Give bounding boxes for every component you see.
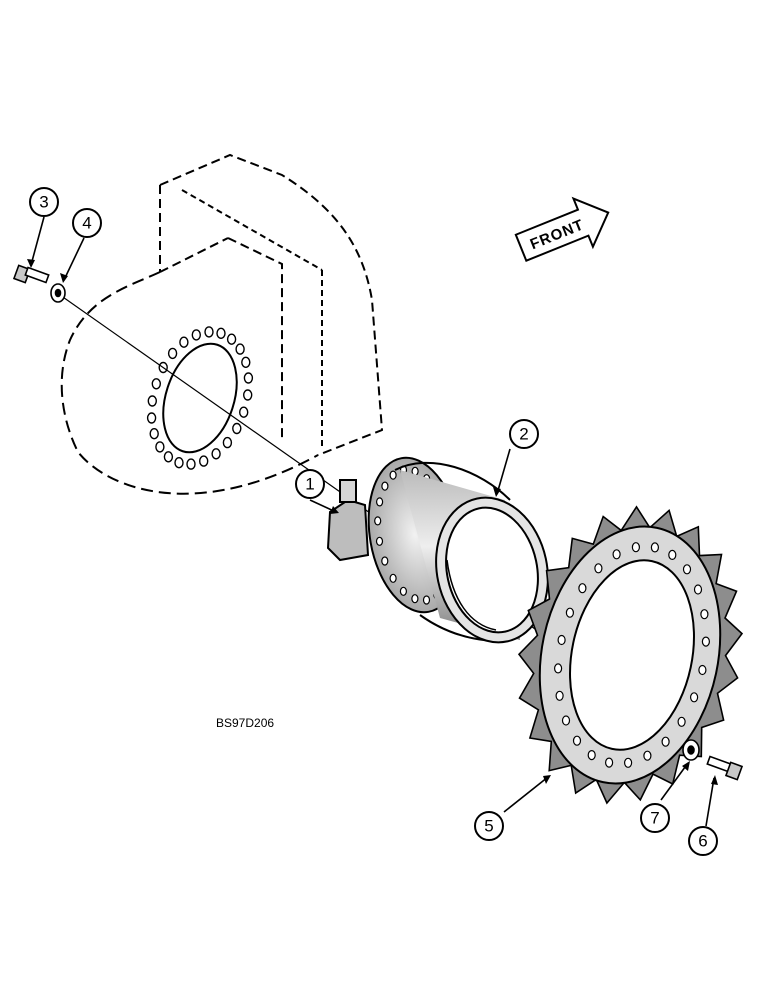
callout-5: 5	[474, 811, 504, 841]
bolt-hole	[241, 356, 251, 368]
bolt-hole	[668, 549, 677, 561]
bolt-hole	[623, 757, 633, 768]
bolt-hole	[411, 594, 419, 604]
bolt-hole	[374, 516, 382, 526]
svg-text:7: 7	[650, 809, 659, 828]
bolt-hole	[561, 715, 571, 726]
callout-2: 2	[509, 419, 539, 449]
track-frame-outline	[60, 153, 384, 495]
bolt-hole	[698, 664, 707, 676]
bolt-hole	[226, 333, 237, 345]
bolt-hole	[191, 329, 202, 341]
bolt-hole	[693, 584, 703, 595]
bolt-hole	[389, 470, 397, 480]
sprocket	[517, 505, 744, 805]
bolt-hole	[700, 609, 709, 620]
bolt-hole	[604, 757, 614, 768]
bolt-hole	[216, 327, 226, 339]
washer-7	[682, 739, 700, 761]
bolt-hole	[376, 497, 384, 507]
svg-text:5: 5	[484, 817, 493, 836]
bolt-hole	[650, 542, 660, 553]
bolt-hole	[243, 372, 254, 384]
bolt-hole	[381, 481, 389, 491]
front-direction-arrow: FRONT	[514, 196, 610, 263]
bolt-hole	[578, 583, 587, 594]
bolt-hole	[643, 750, 652, 761]
bolt-hole	[565, 607, 575, 618]
bolt-hole	[422, 595, 431, 605]
bolt-hole	[179, 336, 189, 348]
svg-text:3: 3	[39, 193, 48, 212]
bolt-hole	[238, 406, 249, 418]
bolt-hole	[701, 636, 711, 647]
frame-bore	[162, 342, 238, 454]
bolt-hole	[163, 451, 174, 463]
bolt-hole	[204, 326, 214, 338]
bolt-hole	[631, 542, 641, 553]
bolt-hole	[381, 556, 389, 566]
bolt-hole	[375, 536, 384, 546]
bolt-hole	[389, 573, 397, 583]
callout-7: 7	[640, 803, 670, 833]
bolt-hole	[186, 458, 196, 470]
bolt-hole	[612, 549, 621, 560]
svg-text:2: 2	[519, 425, 528, 444]
callout-6: 6	[688, 826, 718, 856]
bolt-hole	[232, 422, 242, 435]
bolt-hole	[167, 347, 178, 360]
bolt-hole	[594, 563, 603, 574]
bolt-hole	[151, 378, 162, 390]
frame-bolt-circle	[146, 326, 254, 470]
bolt-hole	[572, 735, 582, 746]
bolt-hole	[553, 663, 563, 674]
callout-1: 1	[295, 469, 325, 499]
bolt-hole	[235, 343, 245, 355]
bolt-hole	[146, 412, 157, 424]
bolt-hole	[557, 634, 566, 646]
svg-text:4: 4	[82, 214, 91, 233]
bolt-hole	[689, 692, 699, 703]
drive-motor	[326, 456, 549, 644]
bolt-hole	[661, 736, 670, 747]
bolt-hole	[587, 749, 596, 761]
bolt-hole	[155, 441, 165, 453]
bolt-hole	[677, 716, 686, 727]
bolt-hole	[222, 436, 233, 449]
svg-text:1: 1	[305, 475, 314, 494]
bolt-hole	[242, 389, 253, 401]
bolt-hole	[555, 690, 564, 701]
bolt-6	[706, 755, 744, 781]
bolt-hole	[174, 457, 184, 469]
washer-4	[50, 283, 66, 303]
callout-3: 3	[29, 187, 59, 217]
bolt-hole	[682, 564, 692, 575]
bolt-hole	[147, 395, 158, 407]
reference-code: BS97D206	[216, 716, 274, 730]
bolt-hole	[399, 586, 407, 596]
svg-text:6: 6	[698, 832, 707, 851]
bolt-hole	[149, 428, 159, 440]
bolt-3	[12, 264, 50, 284]
bolt-hole	[211, 448, 221, 460]
callout-4: 4	[72, 208, 102, 238]
bolt-hole	[198, 455, 209, 467]
